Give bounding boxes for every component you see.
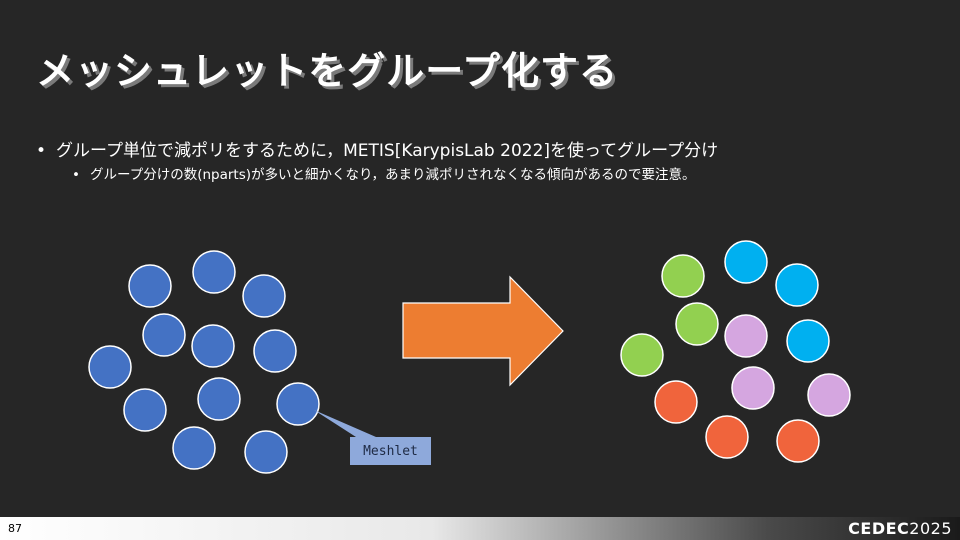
meshlet-circle [128,264,172,308]
group-violet-circle [807,373,851,417]
bullet-level2-text: グループ分けの数(nparts)が多いと細かくなり，あまり減ポリされなくなる傾向… [90,167,696,183]
slide-title: メッシュレットをグループ化する [36,49,618,93]
bullet-level1-text: グループ単位で減ポリをするために，METIS[KarypisLab 2022]を… [56,141,719,161]
page-number: 87 [8,522,22,535]
meshlet-circle [244,430,288,474]
meshlet-circle [123,388,167,432]
meshlet-circle [276,382,320,426]
meshlet-circle [142,313,186,357]
meshlet-circle [192,250,236,294]
meshlet-circle [242,274,286,318]
group-red-circle [776,419,820,463]
meshlet-callout-label: Meshlet [350,437,431,465]
bullet-level2: • グループ分けの数(nparts)が多いと細かくなり，あまり減ポリされなくなる傾… [72,163,696,183]
logo-year: 2025 [909,519,952,538]
arrow-icon [402,275,564,387]
meshlet-circle [172,426,216,470]
group-red-circle [654,380,698,424]
meshlet-circle [88,345,132,389]
group-cyan-circle [775,263,819,307]
group-green-circle [620,333,664,377]
meshlet-circle [191,324,235,368]
logo-text: CEDEC [848,519,910,538]
callout-pointer [314,410,376,437]
meshlet-circle [197,377,241,421]
bullet-level1: • グループ単位で減ポリをするために，METIS[KarypisLab 2022]… [36,136,718,161]
group-cyan-circle [724,240,768,284]
cedec-logo: CEDEC2025 [848,519,952,538]
grouped-meshlet-cluster [620,240,851,463]
group-green-circle [675,302,719,346]
bullet-dot-icon: • [36,141,47,161]
footer-bar [0,517,960,540]
meshlet-cluster [88,250,320,474]
meshlet-circle [253,329,297,373]
group-violet-circle [724,314,768,358]
group-cyan-circle [786,319,830,363]
group-violet-circle [731,366,775,410]
group-green-circle [661,254,705,298]
group-red-circle [705,415,749,459]
bullet-dot-icon: • [72,167,80,183]
